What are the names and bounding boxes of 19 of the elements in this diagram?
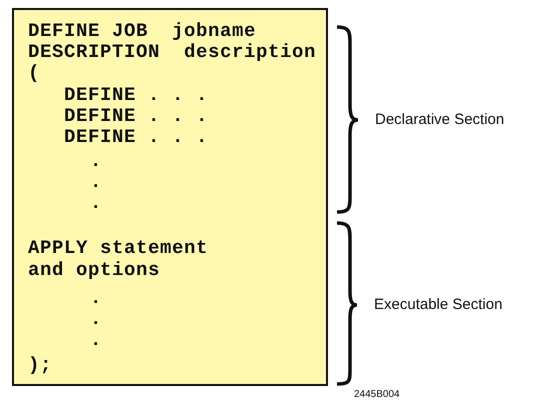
code-line: DESCRIPTION description: [28, 42, 316, 62]
code-line: .: [90, 309, 102, 329]
code-line: .: [90, 193, 102, 213]
code-line: .: [90, 151, 102, 171]
code-line: and options: [28, 260, 160, 280]
code-line: .: [90, 330, 102, 350]
code-line: (: [28, 63, 40, 83]
code-listing-box: [12, 8, 328, 386]
code-line: DEFINE . . .: [64, 106, 208, 126]
section-label: Declarative Section: [375, 111, 504, 129]
code-line: .: [90, 288, 102, 308]
section-label: Executable Section: [374, 296, 502, 314]
code-line: DEFINE . . .: [64, 127, 208, 147]
code-line: DEFINE JOB jobname: [28, 21, 256, 41]
code-line: APPLY statement: [28, 238, 208, 258]
code-line: DEFINE . . .: [64, 85, 208, 105]
code-line: .: [90, 172, 102, 192]
figure-number: 2445B004: [354, 389, 400, 401]
code-line: );: [28, 355, 52, 375]
